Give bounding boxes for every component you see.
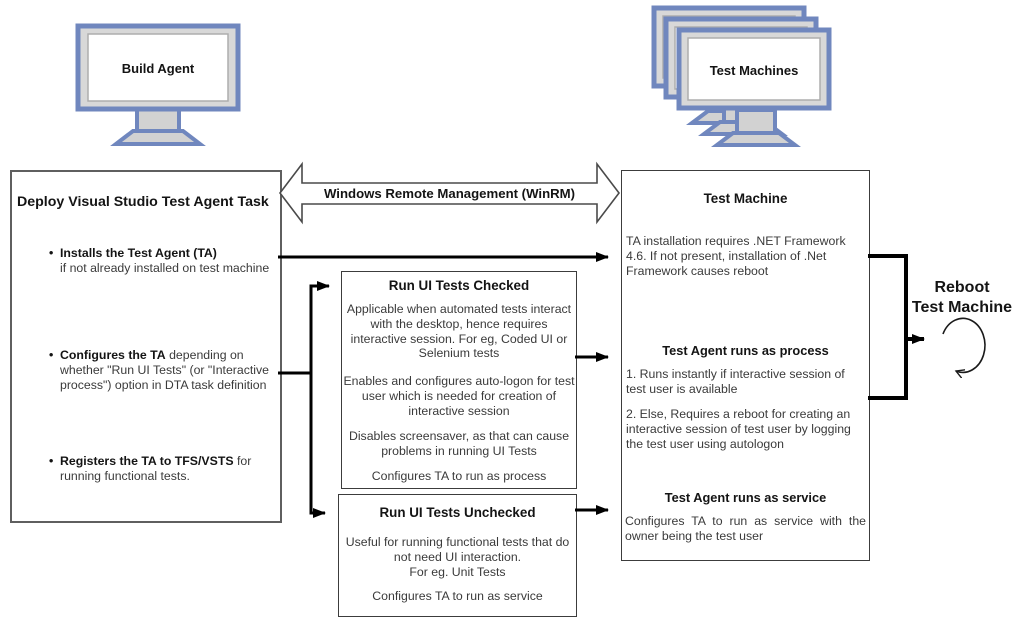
- bullet-configures-ta: Configures the TA depending on whether "…: [60, 348, 282, 392]
- test-machine-intro: TA installation requires .NET Framework …: [626, 234, 846, 278]
- reboot-loop-icon: [942, 317, 986, 372]
- runs-as-service-heading: Test Agent runs as service: [664, 490, 827, 505]
- runs-as-service-text: Configures TA to run as service with the…: [625, 514, 866, 543]
- test-machines-stack-icon: [651, 5, 832, 147]
- bullet-dot: [49, 348, 53, 363]
- winrm-label: Windows Remote Management (WinRM): [323, 186, 576, 201]
- connector-branch-to-unchecked: [309, 373, 326, 518]
- test-machines-label: Test Machines: [709, 63, 799, 78]
- bullet-installs-ta: Installs the Test Agent (TA) if not alre…: [60, 246, 282, 276]
- runs-as-process-heading: Test Agent runs as process: [662, 343, 829, 358]
- unchecked-box-p2: Configures TA to run as service: [372, 589, 543, 603]
- unchecked-box-p1: Useful for running functional tests that…: [345, 535, 570, 579]
- reboot-label: Reboot Test Machine: [911, 279, 1013, 316]
- run-ui-tests-checked-box: Run UI Tests Checked Applicable when aut…: [341, 271, 577, 489]
- runs-as-process-item1: 1. Runs instantly if interactive session…: [626, 367, 845, 396]
- runs-as-process-item2: 2. Else, Requires a reboot for creating …: [626, 407, 851, 451]
- test-machine-box-title: Test Machine: [703, 191, 788, 206]
- checked-box-p2: Enables and configures auto-logon for te…: [343, 374, 575, 418]
- bullet-dot: [49, 246, 53, 261]
- bullet-dot: [49, 454, 53, 469]
- deploy-task-box-title: Deploy Visual Studio Test Agent Task: [17, 194, 269, 210]
- run-ui-tests-unchecked-box: Run UI Tests Unchecked Useful for runnin…: [338, 494, 577, 617]
- build-agent-monitor-icon: [75, 23, 241, 146]
- checked-box-title: Run UI Tests Checked: [388, 278, 530, 293]
- build-agent-label: Build Agent: [121, 61, 195, 76]
- checked-box-p1: Applicable when automated tests interact…: [346, 302, 572, 361]
- bullet-registers-ta: Registers the TA to TFS/VSTS for running…: [60, 454, 282, 484]
- checked-box-p3: Disables screensaver, as that can cause …: [348, 429, 570, 458]
- deploy-task-box: Deploy Visual Studio Test Agent Task Ins…: [10, 170, 282, 523]
- connector-branch-to-checked: [309, 281, 330, 373]
- test-machine-box: Test Machine TA installation requires .N…: [621, 170, 870, 561]
- checked-box-p4: Configures TA to run as process: [371, 469, 547, 483]
- unchecked-box-title: Run UI Tests Unchecked: [379, 505, 536, 520]
